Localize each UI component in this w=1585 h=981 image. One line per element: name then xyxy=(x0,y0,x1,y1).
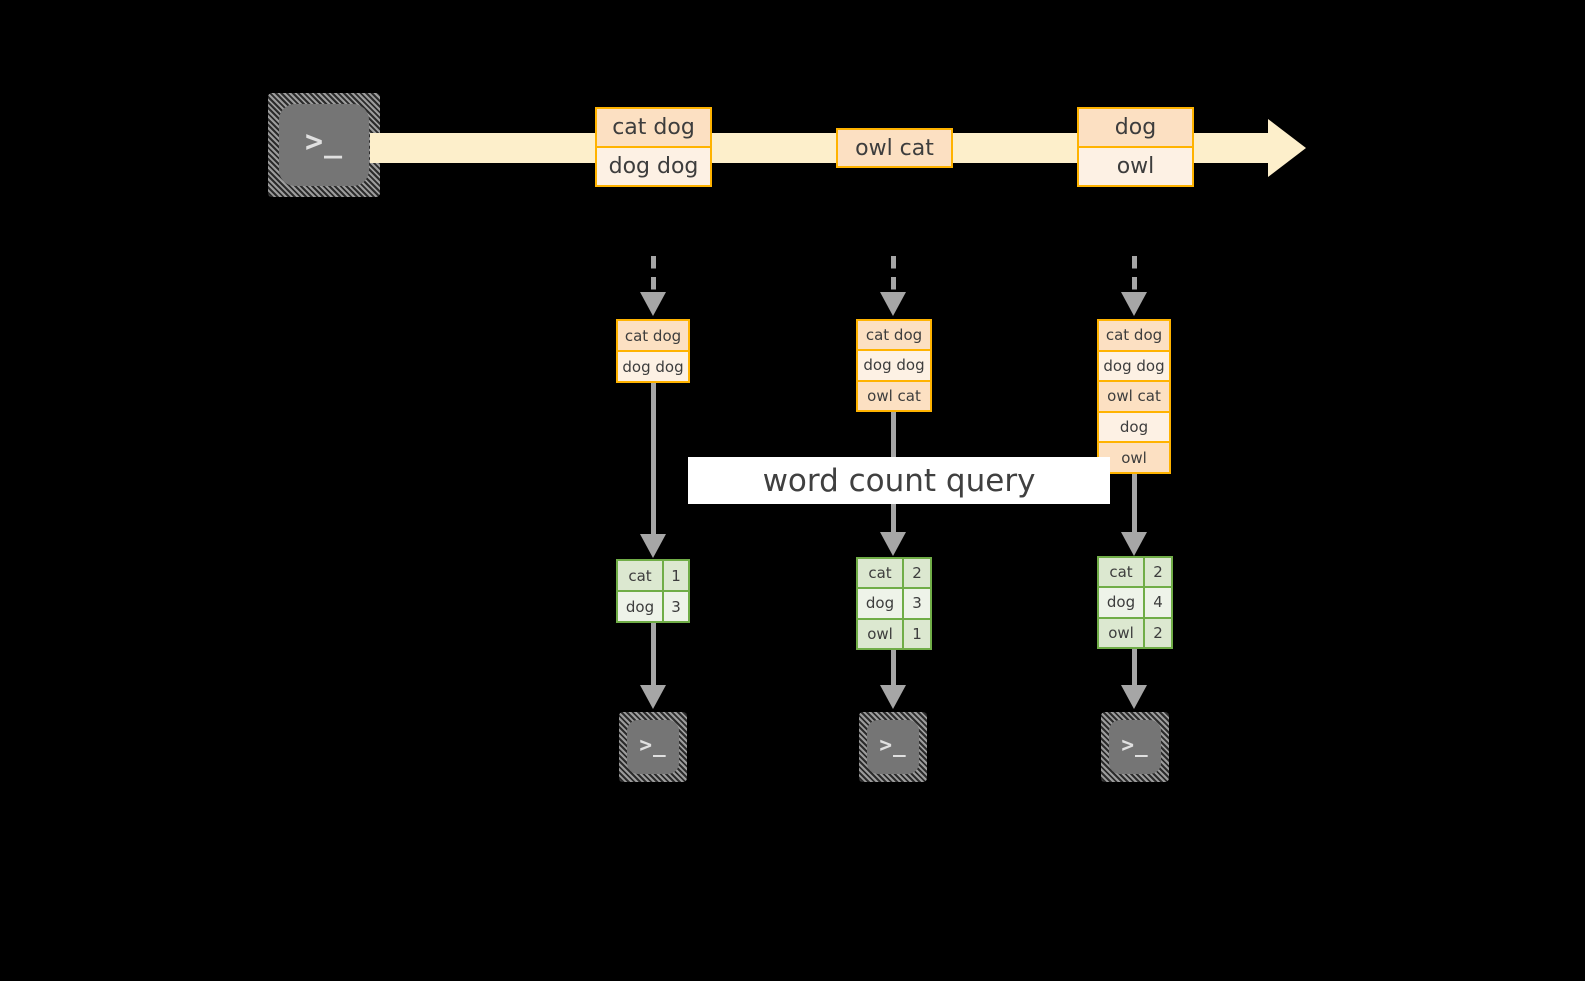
snapshot-line: cat dog xyxy=(618,321,688,352)
terminal-prompt-glyph: >_ xyxy=(879,732,907,757)
dashed-arrow-head-3 xyxy=(1121,292,1147,316)
result-word: cat xyxy=(858,559,904,588)
snapshot-table-1: cat dog dog dog xyxy=(616,319,690,383)
snapshot-line: cat dog xyxy=(1099,321,1169,352)
sink-arrow-head-3 xyxy=(1121,685,1147,709)
query-arrow-head-3 xyxy=(1121,532,1147,556)
event-line: dog xyxy=(1079,109,1192,148)
table-row: dog 4 xyxy=(1099,588,1171,619)
event-line: cat dog xyxy=(597,109,710,148)
query-arrow-head-1 xyxy=(640,534,666,558)
result-table-1: cat 1 dog 3 xyxy=(616,559,690,623)
result-table-2: cat 2 dog 3 owl 1 xyxy=(856,557,932,650)
dashed-arrow-head-2 xyxy=(880,292,906,316)
result-count: 1 xyxy=(664,561,688,590)
terminal-prompt-glyph: >_ xyxy=(1121,732,1149,757)
event-line: owl xyxy=(1079,148,1192,185)
sink-arrow-head-1 xyxy=(640,685,666,709)
result-word: owl xyxy=(1099,618,1145,647)
stream-event-1: cat dog dog dog xyxy=(595,107,712,187)
result-count: 3 xyxy=(664,592,688,621)
terminal-screen: >_ xyxy=(279,104,369,186)
stream-arrowhead xyxy=(1268,119,1306,177)
query-arrow-line-3 xyxy=(1132,474,1137,538)
result-word: cat xyxy=(1099,558,1145,587)
event-line: dog dog xyxy=(597,148,710,185)
source-terminal-icon: >_ xyxy=(268,93,380,197)
result-word: dog xyxy=(858,589,904,618)
banner-label: word count query xyxy=(762,462,1036,499)
snapshot-line: owl cat xyxy=(1099,382,1169,413)
sink-arrow-line-2 xyxy=(891,650,896,689)
terminal-screen: >_ xyxy=(1109,720,1161,774)
result-word: cat xyxy=(618,561,664,590)
result-count: 2 xyxy=(1145,558,1171,587)
word-count-query-banner: word count query xyxy=(688,457,1110,504)
table-row: owl 2 xyxy=(1099,618,1171,647)
snapshot-line: dog dog xyxy=(858,351,930,382)
dashed-arrow-head-1 xyxy=(640,292,666,316)
stream-event-2: owl cat xyxy=(836,128,953,168)
result-word: dog xyxy=(1099,588,1145,617)
snapshot-line: cat dog xyxy=(858,321,930,352)
snapshot-line: dog dog xyxy=(1099,351,1169,383)
sink-terminal-icon-3: >_ xyxy=(1101,712,1169,782)
sink-arrow-line-1 xyxy=(651,623,656,689)
dashed-arrow-line-1 xyxy=(651,256,656,298)
terminal-prompt-glyph: >_ xyxy=(304,124,344,160)
query-arrow-head-2 xyxy=(880,532,906,556)
sink-arrow-line-3 xyxy=(1132,649,1137,689)
dashed-arrow-line-2 xyxy=(891,256,896,298)
table-row: cat 1 xyxy=(618,561,688,592)
result-count: 4 xyxy=(1145,588,1171,617)
event-line: owl cat xyxy=(838,130,951,166)
result-count: 1 xyxy=(904,619,930,648)
snapshot-line: dog xyxy=(1099,412,1169,444)
table-row: dog 3 xyxy=(858,589,930,620)
table-row: dog 3 xyxy=(618,592,688,621)
query-arrow-line-1 xyxy=(651,383,656,540)
result-word: owl xyxy=(858,619,904,648)
result-table-3: cat 2 dog 4 owl 2 xyxy=(1097,556,1173,649)
table-row: owl 1 xyxy=(858,619,930,648)
terminal-screen: >_ xyxy=(867,720,919,774)
stream-event-3: dog owl xyxy=(1077,107,1194,187)
terminal-prompt-glyph: >_ xyxy=(639,732,667,757)
sink-terminal-icon-2: >_ xyxy=(859,712,927,782)
snapshot-line: owl cat xyxy=(858,381,930,410)
result-count: 3 xyxy=(904,589,930,618)
table-row: cat 2 xyxy=(1099,558,1171,589)
result-count: 2 xyxy=(904,559,930,588)
sink-arrow-head-2 xyxy=(880,685,906,709)
result-word: dog xyxy=(618,592,664,621)
terminal-screen: >_ xyxy=(627,720,679,774)
result-count: 2 xyxy=(1145,618,1171,647)
dashed-arrow-line-3 xyxy=(1132,256,1137,298)
snapshot-line: owl xyxy=(1099,443,1169,472)
sink-terminal-icon-1: >_ xyxy=(619,712,687,782)
table-row: cat 2 xyxy=(858,559,930,590)
snapshot-table-3: cat dog dog dog owl cat dog owl xyxy=(1097,319,1171,474)
snapshot-line: dog dog xyxy=(618,352,688,381)
snapshot-table-2: cat dog dog dog owl cat xyxy=(856,319,932,412)
